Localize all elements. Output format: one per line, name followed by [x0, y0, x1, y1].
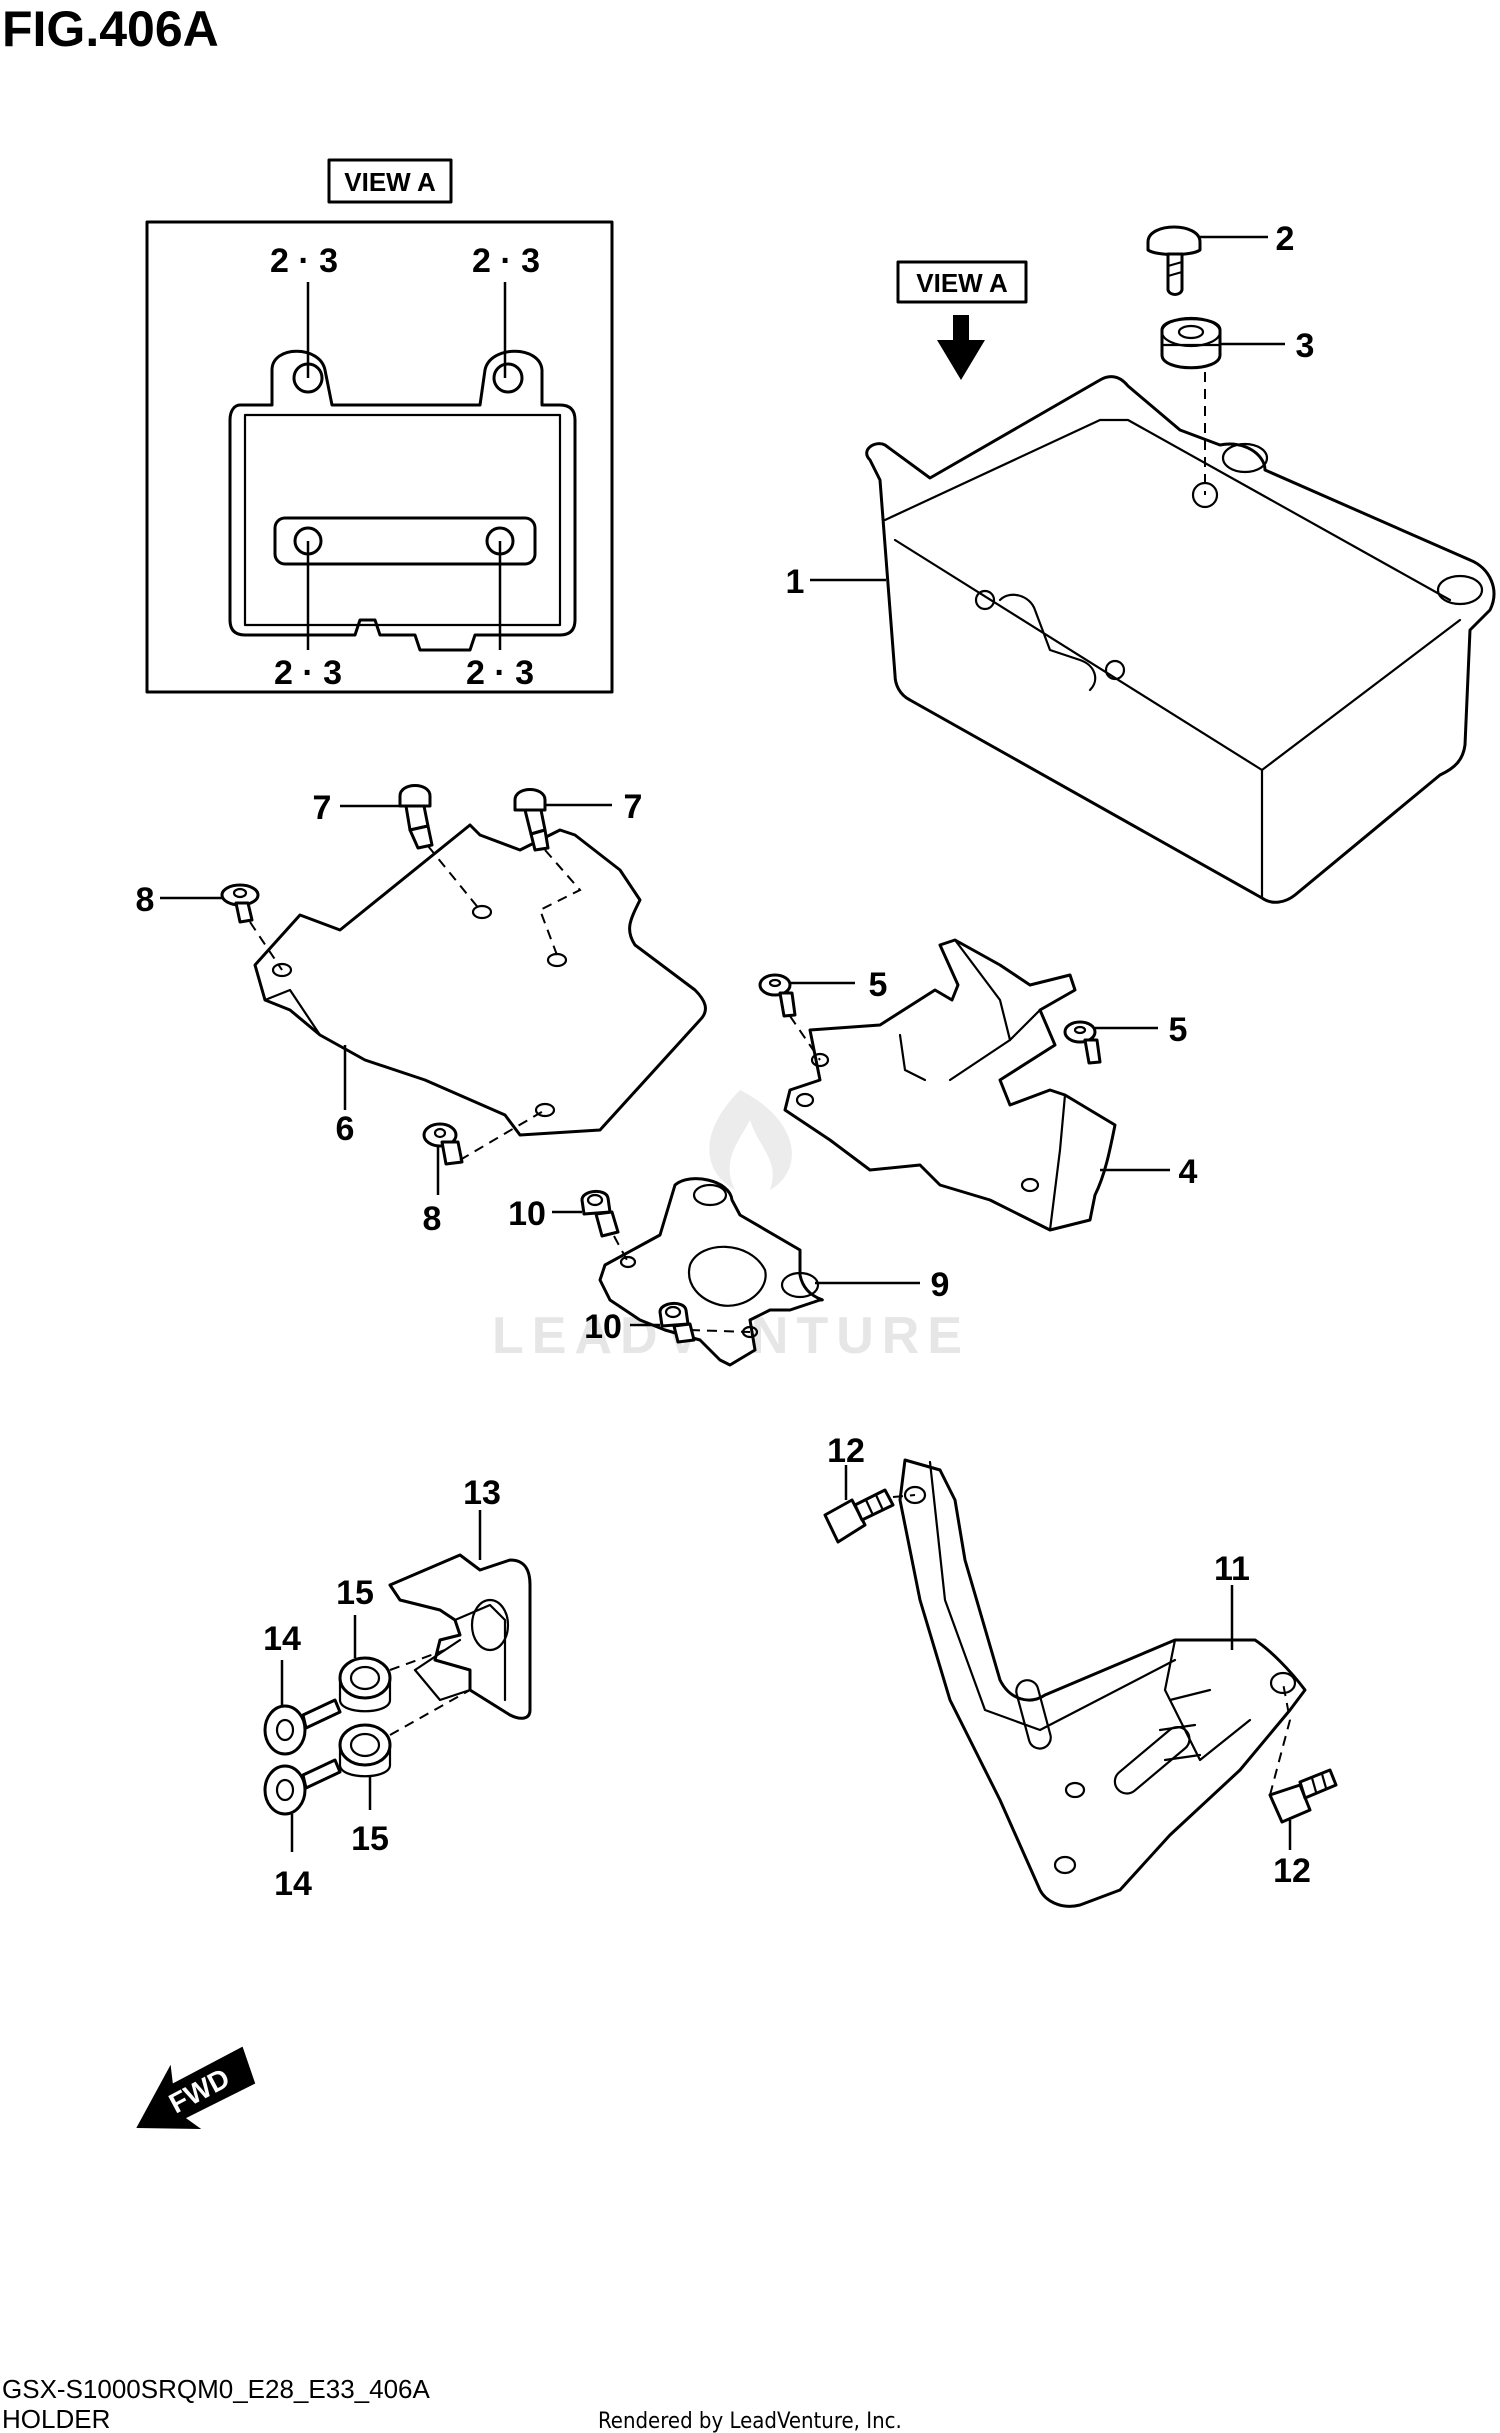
- view-a-tray-inner: [243, 413, 562, 627]
- callout-11: 11: [1214, 1550, 1250, 1588]
- part-7-bolt: [398, 784, 434, 850]
- view-a-hole: [492, 362, 524, 394]
- part-10-bolt: [580, 1190, 620, 1238]
- view-a-arrow-label: VIEW A: [916, 268, 1008, 298]
- part-5-screw: [758, 973, 797, 1018]
- callout-8: 8: [136, 881, 155, 919]
- callout-13: 13: [463, 1474, 501, 1512]
- figure-code: GSX-S1000SRQM0_E28_E33_406A: [2, 2374, 430, 2404]
- part-4-bracket: [783, 938, 1117, 1232]
- part-15-collar: [338, 1723, 392, 1778]
- view-a-slot: [273, 516, 537, 566]
- part-8-bolt: [220, 883, 260, 924]
- view-a-frame: [145, 220, 614, 694]
- callout-6: 6: [336, 1110, 355, 1148]
- part-12-bolt: [1268, 1768, 1338, 1824]
- callout-12: 12: [1273, 1852, 1311, 1890]
- part-8-bolt: [422, 1122, 464, 1166]
- callout-14: 14: [274, 1865, 312, 1903]
- part-12-bolt: [823, 1488, 895, 1544]
- view-a-arrow: VIEW A: [896, 260, 1028, 380]
- callout-2-3: 2 · 3: [466, 654, 534, 692]
- part-6-plate: [253, 823, 707, 1137]
- part-14-bolt: [263, 1758, 342, 1816]
- callout-9: 9: [931, 1266, 950, 1304]
- callout-7: 7: [624, 788, 643, 826]
- view-a-tray: [228, 349, 577, 652]
- view-a-arrow-label-box: [896, 260, 1028, 304]
- callout-2-3: 2 · 3: [270, 242, 338, 280]
- view-a-label: VIEW A: [344, 167, 436, 197]
- down-arrow-icon: [937, 315, 985, 380]
- part-1-battery-tray: [865, 375, 1496, 904]
- figure-name: HOLDER: [2, 2404, 110, 2433]
- part-3-grommet: [1160, 316, 1222, 370]
- view-a-inset: VIEW A 2 · 3 2 · 3 2 · 3 2 · 3: [145, 158, 614, 694]
- callout-3: 3: [1296, 327, 1315, 365]
- callout-15: 15: [336, 1574, 374, 1612]
- figure-title: FIG.406A: [2, 1, 219, 57]
- callout-12: 12: [827, 1432, 865, 1470]
- part-11-stay: [898, 1458, 1307, 1908]
- callout-5: 5: [869, 966, 888, 1004]
- fwd-arrow-icon: FWD: [136, 2046, 256, 2130]
- part-2-screw: [1146, 225, 1202, 296]
- part-14-bolt: [263, 1698, 342, 1756]
- callout-4: 4: [1179, 1153, 1198, 1191]
- callout-10: 10: [508, 1195, 546, 1233]
- callout-2-3: 2 · 3: [472, 242, 540, 280]
- part-5-screw: [1063, 1020, 1102, 1065]
- callout-7: 7: [313, 789, 332, 827]
- part-15-collar: [338, 1656, 392, 1713]
- callout-5: 5: [1169, 1011, 1188, 1049]
- part-7-bolt: [513, 788, 550, 852]
- part-13-bracket: [388, 1553, 532, 1720]
- rendered-by: Rendered by LeadVenture, Inc.: [598, 2409, 902, 2433]
- part-9-plate: [598, 1177, 824, 1367]
- callout-10: 10: [584, 1308, 622, 1346]
- callout-1: 1: [786, 563, 805, 601]
- part-10-bolt: [658, 1302, 696, 1344]
- callout-8: 8: [423, 1200, 442, 1238]
- callout-2: 2: [1276, 220, 1295, 258]
- callout-2-3: 2 · 3: [274, 654, 342, 692]
- callout-15: 15: [351, 1820, 389, 1858]
- view-a-label-box: [327, 158, 453, 204]
- callout-14: 14: [263, 1620, 301, 1658]
